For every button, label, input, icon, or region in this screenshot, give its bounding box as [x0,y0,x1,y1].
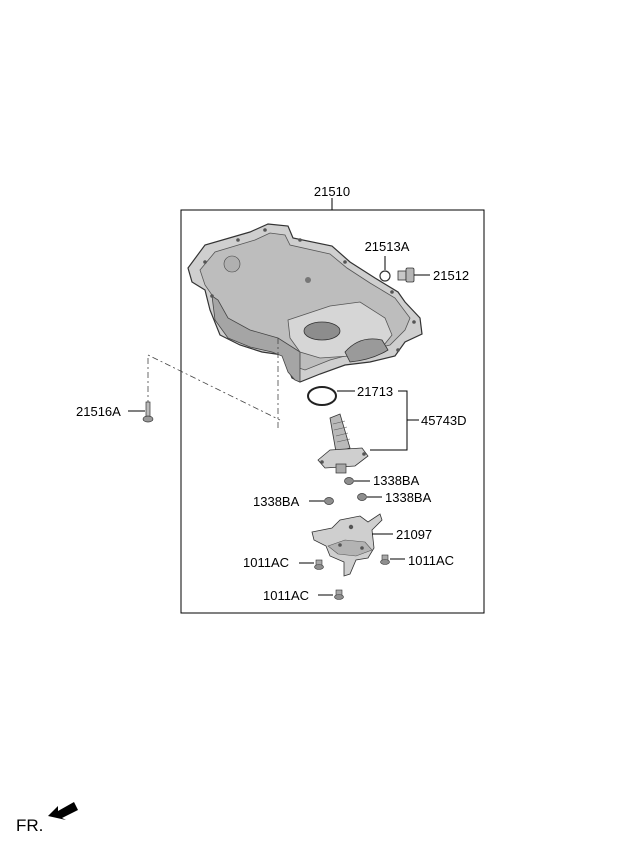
bracket-bolt-left [314,559,324,570]
label-oil-level-sensor-assembly: 45743D [421,413,467,428]
oil-level-sensor [317,413,369,474]
bracket-bolt-right [380,554,390,565]
sensor-assembly-bracket-leader [370,390,419,451]
label-bracket-bolt-left: 1011AC [243,555,289,570]
sensor-bolt-right-upper [344,477,354,485]
label-sensor-bolt-left: 1338BA [253,494,300,509]
front-indicator-label: FR. [16,816,43,835]
label-oil-pan: 21510 [314,184,350,199]
label-drain-plug: 21512 [433,268,469,283]
bolt-alignment-dashes [147,338,281,428]
oil-pan [187,223,423,383]
label-sensor-bolt-right-lower: 1338BA [385,490,432,505]
o-ring [307,386,337,406]
sensor-bolt-left [324,497,334,505]
label-bolt: 21516A [76,404,121,419]
label-bracket-bolt-right: 1011AC [408,553,454,568]
sensor-bolt-right-lower [357,493,367,501]
gasket-ring [379,270,391,282]
label-bracket: 21097 [396,527,432,542]
label-sensor-bolt-right-upper: 1338BA [373,473,420,488]
label-o-ring: 21713 [357,384,393,399]
drain-plug [397,267,415,283]
label-gasket-ring: 21513A [365,239,410,254]
front-arrow-icon [48,802,78,820]
label-bracket-bolt-bottom: 1011AC [263,588,309,603]
bracket-bolt-bottom [334,589,344,600]
bracket [311,513,383,577]
bolt [142,401,154,423]
